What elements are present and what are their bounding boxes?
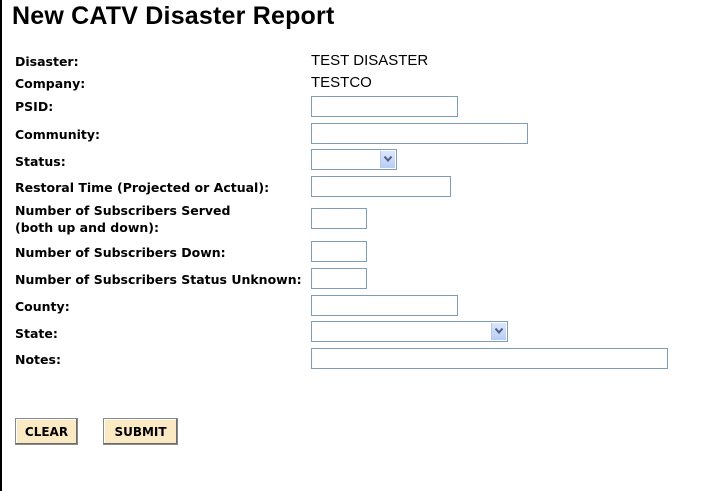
page-title: New CATV Disaster Report — [12, 2, 335, 30]
notes-label: Notes: — [15, 352, 61, 367]
community-input[interactable] — [311, 123, 528, 144]
chevron-down-icon — [495, 328, 503, 334]
county-label: County: — [15, 299, 70, 314]
state-select[interactable] — [311, 321, 508, 342]
subscribers-unknown-input[interactable] — [311, 268, 367, 289]
subscribers-served-label: Number of Subscribers Served(both up and… — [15, 203, 231, 235]
status-label: Status: — [15, 154, 66, 169]
chevron-down-icon — [384, 156, 392, 162]
state-dropdown-button[interactable] — [491, 323, 506, 340]
psid-label: PSID: — [15, 99, 54, 114]
clear-button[interactable]: CLEAR — [15, 418, 78, 445]
disaster-value: TEST DISASTER — [311, 52, 429, 69]
status-select[interactable] — [311, 149, 397, 170]
psid-input[interactable] — [311, 96, 458, 117]
submit-button[interactable]: SUBMIT — [103, 418, 178, 445]
subscribers-unknown-label: Number of Subscribers Status Unknown: — [15, 272, 302, 287]
status-dropdown-button[interactable] — [380, 151, 395, 168]
subscribers-served-input[interactable] — [311, 208, 367, 229]
company-value: TESTCO — [311, 74, 372, 91]
restoral-time-label: Restoral Time (Projected or Actual): — [15, 180, 270, 195]
restoral-time-input[interactable] — [311, 176, 451, 197]
notes-input[interactable] — [311, 348, 668, 369]
state-label: State: — [15, 326, 58, 341]
subscribers-down-input[interactable] — [311, 241, 367, 262]
left-border-rule — [0, 0, 2, 491]
county-input[interactable] — [311, 295, 458, 316]
community-label: Community: — [15, 127, 101, 142]
disaster-label: Disaster: — [15, 54, 79, 69]
subscribers-down-label: Number of Subscribers Down: — [15, 245, 226, 260]
company-label: Company: — [15, 76, 86, 91]
